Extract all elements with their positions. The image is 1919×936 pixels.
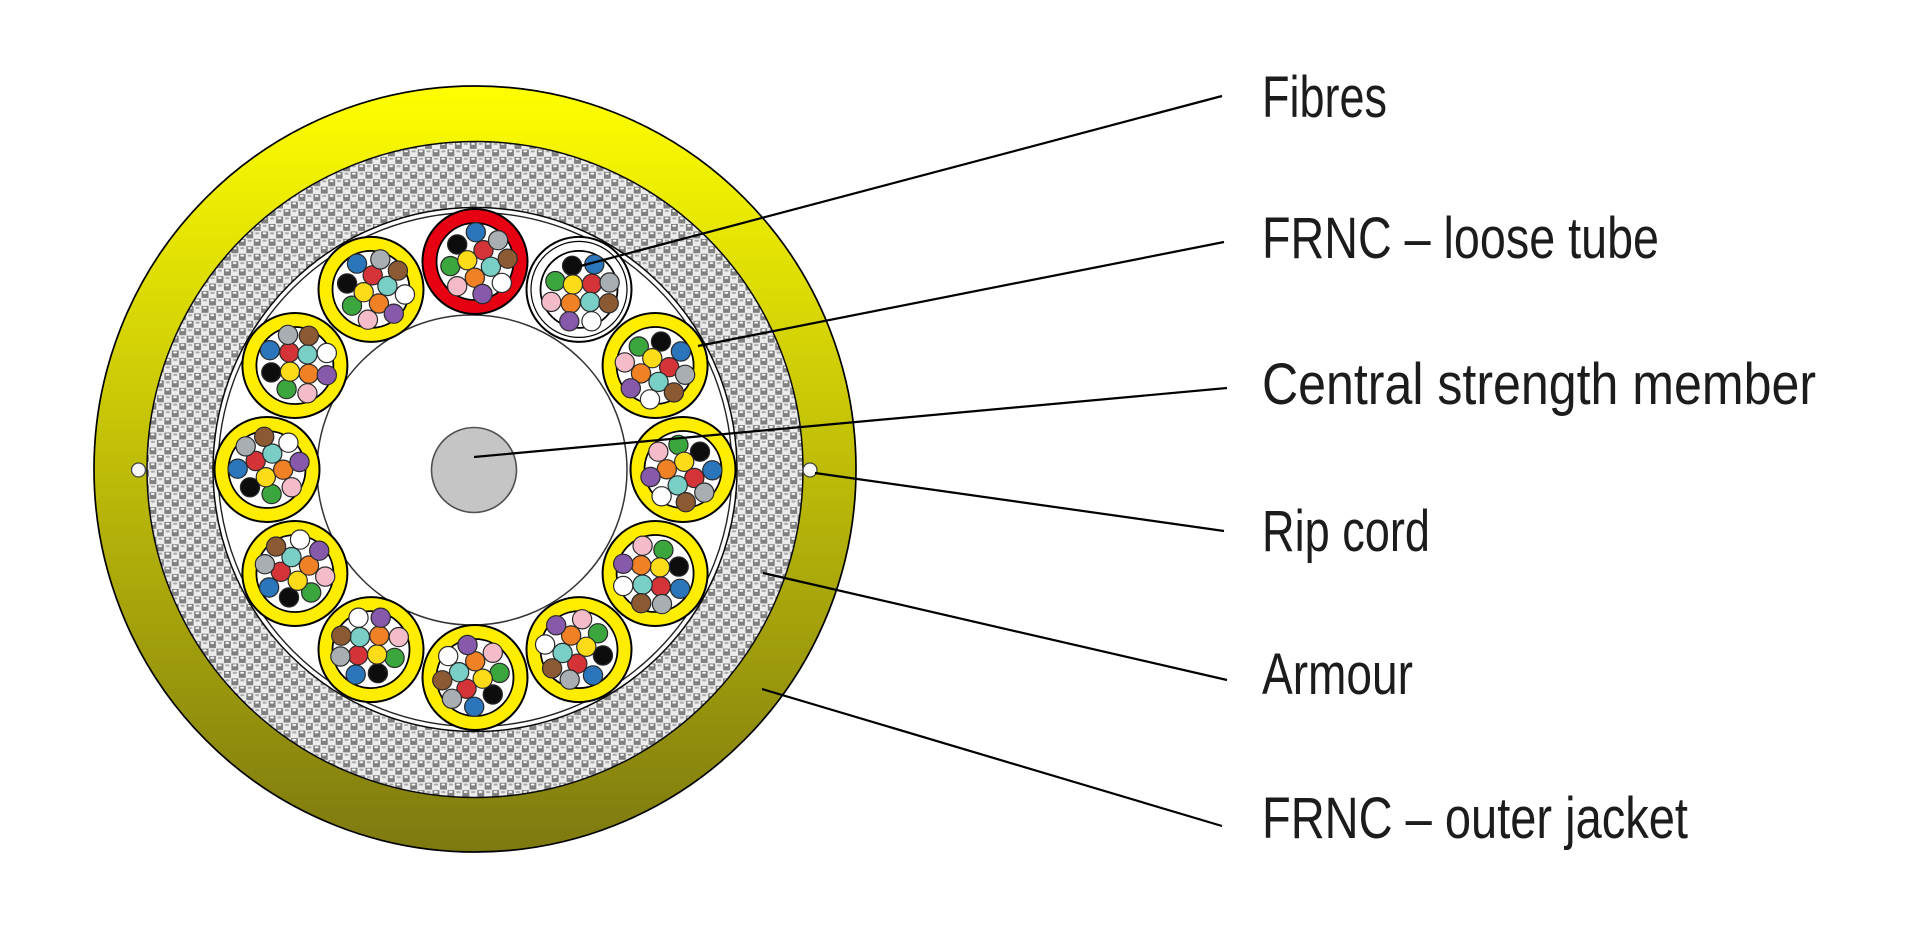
svg-text:Fibres: Fibres xyxy=(1262,65,1387,130)
svg-text:Central strength member: Central strength member xyxy=(1262,352,1816,417)
svg-text:Armour: Armour xyxy=(1262,642,1413,707)
svg-text:FRNC – outer jacket: FRNC – outer jacket xyxy=(1262,786,1688,851)
svg-text:FRNC – loose tube: FRNC – loose tube xyxy=(1262,206,1659,271)
svg-text:Rip cord: Rip cord xyxy=(1262,499,1430,564)
